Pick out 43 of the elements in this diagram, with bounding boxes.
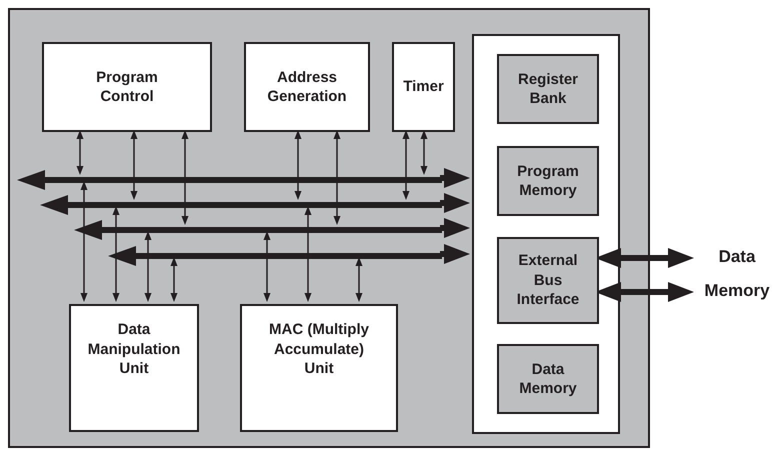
bus-bar xyxy=(74,220,442,240)
bus-bar xyxy=(17,170,442,190)
block-label: Program Memory xyxy=(516,162,580,200)
block-label: Timer xyxy=(403,77,444,97)
memory-label: Data Memory xyxy=(690,240,784,310)
connector-arrow xyxy=(170,257,178,302)
block-label: Register Bank xyxy=(516,70,580,108)
block-box xyxy=(42,42,212,132)
connector-arrow xyxy=(334,130,340,225)
block-box xyxy=(497,54,599,124)
block-label: Data Manipulation Unit xyxy=(86,320,182,378)
block-box xyxy=(497,237,599,324)
chip-outline xyxy=(8,8,650,448)
block-box xyxy=(240,304,398,432)
connector-arrow xyxy=(294,130,302,200)
block-box xyxy=(392,42,455,132)
bus-arrow xyxy=(440,244,470,264)
block-label: External Bus Interface xyxy=(516,251,580,310)
bus-bar xyxy=(108,246,442,266)
bus-bar xyxy=(40,195,442,215)
block-label: Address Generation xyxy=(266,68,348,106)
bus-arrow xyxy=(440,168,470,188)
block-box xyxy=(244,42,370,132)
connector-arrow xyxy=(144,231,152,302)
block-box xyxy=(69,304,199,432)
connector-arrow xyxy=(264,231,270,302)
connector-arrow xyxy=(112,206,120,302)
connector-arrow xyxy=(76,130,84,175)
bus-arrow xyxy=(440,218,470,238)
block-label: MAC (Multiply Accumulate) Unit xyxy=(269,320,369,378)
block-label: Data Memory xyxy=(518,360,578,398)
connector-arrow xyxy=(420,130,428,175)
block-box xyxy=(497,146,599,216)
block-box xyxy=(497,344,599,414)
connector-arrow xyxy=(80,181,88,302)
connector-arrow xyxy=(304,206,312,302)
connector-arrow xyxy=(402,130,410,200)
block-label: Program Control xyxy=(95,68,159,106)
bus-arrow xyxy=(440,193,470,213)
connector-arrow xyxy=(130,130,138,200)
connector-arrow xyxy=(182,130,188,225)
memory-panel xyxy=(472,34,620,434)
connector-arrow xyxy=(356,257,362,302)
